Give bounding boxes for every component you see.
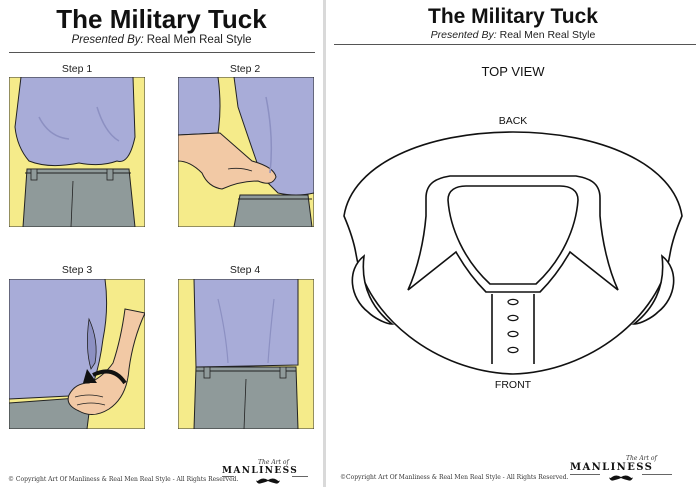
shirt-outline — [343, 131, 683, 375]
brand-rule-right-right — [642, 474, 672, 475]
button-3 — [507, 330, 519, 338]
brand-rule-right — [292, 476, 308, 477]
steps-panel: The Military Tuck Presented By:Real Men … — [0, 0, 323, 487]
top-view-heading: TOP VIEW — [481, 64, 545, 79]
copyright-text: © Copyright Art Of Manliness & Real Men … — [8, 476, 239, 483]
collar-inner — [447, 185, 579, 285]
right-tuck-fold — [631, 254, 675, 325]
step-4-illustration — [178, 279, 314, 429]
panel-divider — [323, 0, 326, 487]
top-view-panel: The Military Tuck Presented By:Real Men … — [326, 0, 700, 487]
step-3-label: Step 3 — [61, 264, 93, 276]
brand-script-right: The Art of — [626, 455, 657, 462]
step-1-illustration — [9, 77, 145, 227]
copyright-text-right: ©Copyright Art Of Manliness & Real Men R… — [340, 474, 569, 481]
brand-script: The Art of — [258, 459, 289, 466]
brand-logo: MANLINESS — [222, 466, 299, 476]
mustache-icon-right — [609, 475, 633, 481]
shirt-top-view-diagram — [343, 131, 683, 375]
back-label: BACK — [498, 115, 528, 127]
presented-by-name: Real Men Real Style — [146, 34, 252, 46]
brand-rule-left — [222, 476, 234, 477]
title-divider — [9, 52, 315, 53]
brand-rule-left-right — [570, 474, 600, 475]
button-1 — [507, 298, 519, 306]
left-tuck-fold — [351, 254, 395, 325]
step-1-label: Step 1 — [61, 63, 93, 75]
presented-by-label: Presented By: — [71, 34, 144, 46]
mustache-icon — [256, 478, 280, 484]
presented-by-name-right: Real Men Real Style — [499, 29, 596, 41]
button-2 — [507, 314, 519, 322]
title-divider-right — [334, 44, 696, 45]
brand-logo-right: MANLINESS — [570, 462, 654, 473]
step-2-illustration — [178, 77, 314, 227]
presented-by: Presented By:Real Men Real Style — [0, 34, 323, 46]
presented-by-right: Presented By:Real Men Real Style — [326, 29, 700, 41]
step-4-label: Step 4 — [229, 264, 261, 276]
button-4 — [507, 346, 519, 354]
presented-by-label-right: Presented By: — [430, 29, 497, 41]
step-2-label: Step 2 — [229, 63, 261, 75]
front-label: FRONT — [494, 379, 532, 391]
page-title: The Military Tuck — [56, 4, 267, 34]
step-3-illustration — [9, 279, 145, 429]
page-title-right: The Military Tuck — [428, 5, 598, 28]
placket — [491, 294, 535, 364]
